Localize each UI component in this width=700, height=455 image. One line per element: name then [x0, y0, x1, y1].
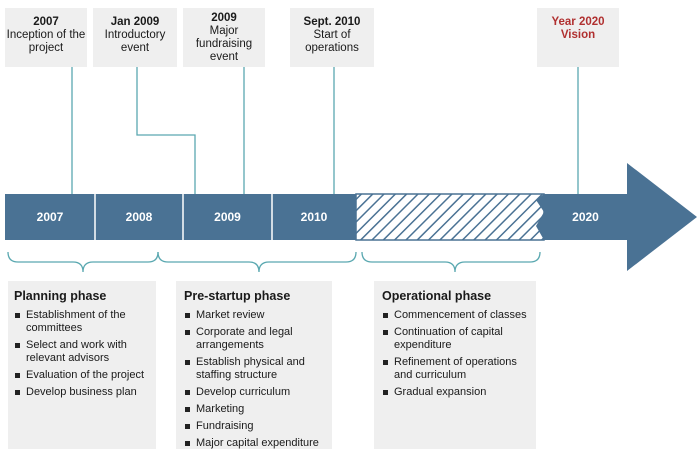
phase-braces: [7, 251, 541, 273]
milestone-2007: 2007 Inception of the project: [5, 8, 87, 67]
brace-operational: [361, 251, 541, 273]
phase-item: Refinement of operations and curriculum: [382, 356, 528, 382]
arrow-bar-hatched: [355, 193, 545, 241]
arrow-dividers: [94, 194, 273, 240]
phase-item: Major capital expenditure: [184, 437, 324, 450]
phase-item: Corporate and legal arrangements: [184, 326, 324, 352]
milestone-description: Inception of the project: [6, 29, 86, 54]
milestone-2009: 2009 Major fundraising event: [183, 8, 265, 67]
milestone-2020-vision: Year 2020 Vision: [537, 8, 619, 67]
year-label-2010: 2010: [300, 210, 328, 224]
milestone-description: Major fundraising event: [195, 25, 253, 63]
milestone-year: Year 2020: [551, 16, 605, 28]
phase-item: Gradual expansion: [382, 386, 528, 399]
phase-item: Continuation of capital expenditure: [382, 326, 528, 352]
phase-item-list: Commencement of classes Continuation of …: [382, 309, 528, 399]
milestone-year: Jan 2009: [110, 16, 160, 28]
milestone-description: Introductory event: [104, 29, 166, 54]
milestone-jan-2009: Jan 2009 Introductory event: [93, 8, 177, 67]
milestone-year: 2009: [211, 12, 237, 24]
phase-item: Establishment of the committees: [14, 309, 150, 335]
phase-item: Develop business plan: [14, 386, 150, 399]
phase-title: Operational phase: [382, 289, 492, 303]
brace-planning: [7, 251, 159, 273]
year-label-2020: 2020: [572, 210, 599, 224]
phase-item-list: Market review Corporate and legal arrang…: [184, 309, 324, 450]
phase-item: Commencement of classes: [382, 309, 528, 322]
phase-item-list: Establishment of the committees Select a…: [14, 309, 150, 399]
milestone-description: Vision: [560, 29, 596, 41]
phase-item: Evaluation of the project: [14, 369, 150, 382]
year-label-2007: 2007: [36, 210, 64, 224]
arrow-bar-solid: [5, 194, 356, 240]
timeline-arrow: [5, 163, 697, 271]
milestone-year: Sept. 2010: [303, 16, 361, 28]
phase-item: Develop curriculum: [184, 386, 324, 399]
arrow-head: [536, 163, 697, 271]
phase-item: Select and work with relevant advisors: [14, 339, 150, 365]
phase-title: Planning phase: [14, 289, 107, 303]
year-label-2009: 2009: [214, 210, 241, 224]
milestone-year: 2007: [33, 16, 59, 28]
year-label-2008: 2008: [125, 210, 153, 224]
milestone-sept-2010: Sept. 2010 Start of operations: [290, 8, 374, 67]
phase-item: Marketing: [184, 403, 324, 416]
connector-jan-2009: [136, 67, 196, 194]
phase-item: Market review: [184, 309, 324, 322]
phase-operational: Operational phase Commencement of classe…: [374, 281, 536, 449]
brace-pre-startup: [157, 251, 357, 273]
phase-pre-startup: Pre-startup phase Market review Corporat…: [176, 281, 332, 449]
milestone-description: Start of operations: [305, 29, 359, 54]
phase-item: Fundraising: [184, 420, 324, 433]
phase-planning: Planning phase Establishment of the comm…: [8, 281, 156, 449]
milestone-connectors: [71, 67, 579, 194]
phase-title: Pre-startup phase: [184, 289, 291, 303]
phase-item: Establish physical and staffing structur…: [184, 356, 324, 382]
